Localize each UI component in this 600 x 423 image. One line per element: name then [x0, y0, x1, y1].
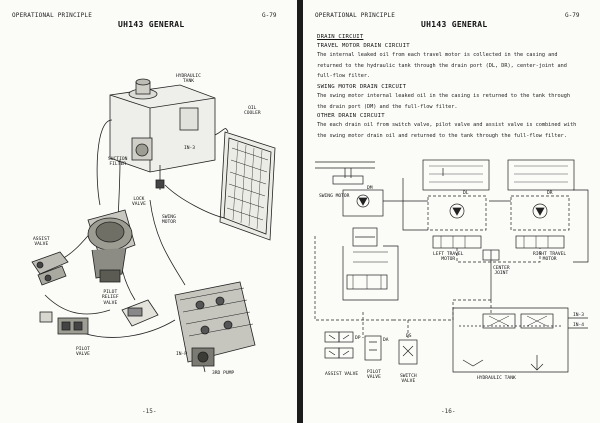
- travel-motor-section-text: The internal leaked oil from each travel…: [317, 52, 567, 79]
- schem-label-in-4: IN-4: [573, 323, 585, 328]
- assist-valve-symbol: [324, 331, 354, 359]
- other-drain-section-text: The each drain oil from switch valve, pi…: [317, 122, 577, 139]
- center-joint-symbol: [456, 248, 541, 300]
- label-pilot-relief-valve: PILOT RELIEF VALVE: [102, 290, 119, 306]
- travel-motor-section-title: TRAVEL MOTOR DRAIN CIRCUIT: [317, 43, 410, 49]
- schem-label-dp: DP: [355, 336, 361, 341]
- right-page-title: UH143 GENERAL: [421, 20, 488, 29]
- label-lock-valve: LOCK VALVE: [132, 197, 146, 208]
- left-page: OPERATIONAL PRINCIPLE UH143 GENERAL G-79: [0, 0, 297, 423]
- label-assist-valve: ASSIST VALVE: [33, 237, 50, 248]
- schem-label-ds: DS: [406, 334, 412, 339]
- swing-motor-drawing: [87, 209, 136, 283]
- right-page-number: -16-: [441, 408, 456, 415]
- schem-label-hydraulic-tank: HYDRAULIC TANK: [477, 376, 516, 381]
- drain-circuit-heading: DRAIN CIRCUIT: [317, 34, 364, 40]
- hydraulic-tank-symbol: [452, 307, 569, 373]
- schem-label-right-travel-motor: RIGHT TRAVEL MOTOR: [533, 252, 567, 263]
- label-suction-filter: SUCTION FILTER: [108, 157, 128, 168]
- label-oil-cooler: OIL COOLER: [244, 106, 261, 117]
- right-page-id: G-79: [565, 12, 580, 19]
- oil-cooler-drawing: [219, 131, 276, 241]
- right-page: OPERATIONAL PRINCIPLE UH143 GENERAL G-79…: [303, 0, 600, 423]
- drain-circuit-schematic: [314, 159, 589, 373]
- pilot-valve-drawing: [39, 311, 89, 335]
- schem-label-da: DA: [383, 338, 389, 343]
- schem-label-dm: DM: [367, 186, 373, 191]
- schem-label-center-joint: CENTER JOINT: [493, 266, 510, 277]
- right-travel-motor-symbol: [507, 159, 575, 249]
- left-travel-motor-symbol: [422, 159, 490, 249]
- schem-label-assist-valve: ASSIST VALVE: [325, 372, 359, 377]
- schem-label-dr: DR: [547, 191, 553, 196]
- label-in-3: IN-3: [184, 146, 196, 151]
- schem-label-left-travel-motor: LEFT TRAVEL MOTOR: [433, 252, 464, 263]
- swing-motor-section-title: SWING MOTOR DRAIN CIRCUIT: [317, 84, 407, 90]
- switch-valve-symbol: [398, 339, 418, 365]
- left-section-label: OPERATIONAL PRINCIPLE: [12, 12, 93, 19]
- pilot-relief-valve-drawing: [121, 299, 159, 327]
- hydraulic-tank-drawing: [109, 78, 216, 190]
- schem-label-switch-valve: SWITCH VALVE: [400, 374, 417, 385]
- right-section-label: OPERATIONAL PRINCIPLE: [315, 12, 396, 19]
- other-drain-section-title: OTHER DRAIN CIRCUIT: [317, 113, 385, 119]
- swing-motor-section-text: The swing motor internal leaked oil in t…: [317, 93, 570, 110]
- swing-motor-symbol: [342, 189, 384, 247]
- left-page-title: UH143 GENERAL: [118, 20, 185, 29]
- schem-label-in-3: IN-3: [573, 313, 585, 318]
- main-control-valve-drawing: [174, 281, 256, 367]
- label-pilot-valve: PILOT VALVE: [76, 347, 90, 358]
- left-page-number: -15-: [142, 408, 157, 415]
- label-hydraulic-tank: HYDRAULIC TANK: [176, 74, 201, 85]
- schem-label-swing-motor: SWING MOTOR: [319, 194, 350, 199]
- left-page-id: G-79: [262, 12, 277, 19]
- label-swing-motor: SWING MOTOR: [162, 215, 176, 226]
- pilot-valve-symbol: [364, 335, 382, 361]
- schem-label-pilot-valve: PILOT VALVE: [367, 370, 381, 381]
- label-in-p: IN-P: [176, 352, 188, 357]
- left-hydraulic-illustration: [31, 78, 276, 373]
- label-3rd-pump: 3RD PUMP: [212, 371, 235, 376]
- assist-valve-drawing: [31, 251, 69, 286]
- schem-label-dl: DL: [463, 191, 469, 196]
